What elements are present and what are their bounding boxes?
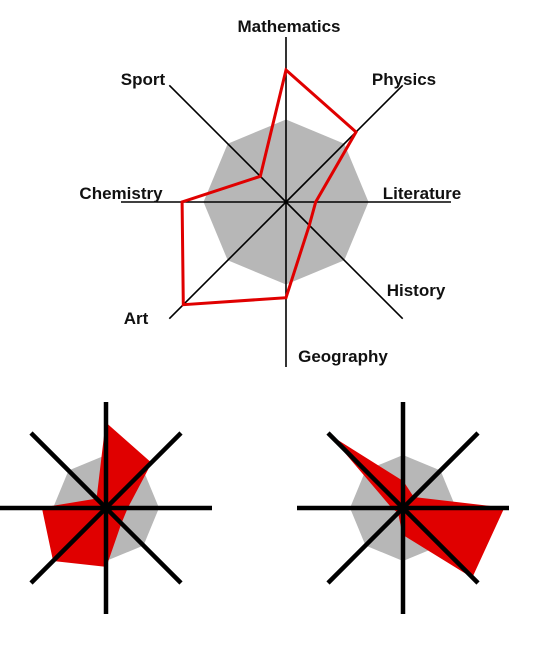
axis-line-7 (326, 431, 405, 510)
axis-line-3 (285, 201, 404, 320)
axis-line-7 (29, 431, 108, 510)
axis-label-history: History (387, 281, 446, 300)
radar-chart-bottom-left (0, 402, 212, 614)
axis-label-physics: Physics (372, 70, 436, 89)
radar-chart-bottom-right (297, 402, 509, 614)
axis-line-5 (326, 506, 405, 585)
axis-label-sport: Sport (121, 70, 166, 89)
axis-label-art: Art (124, 309, 149, 328)
axis-line-1 (104, 431, 183, 510)
axis-label-chemistry: Chemistry (79, 184, 163, 203)
axis-label-mathematics: Mathematics (238, 17, 341, 36)
axis-label-literature: Literature (383, 184, 461, 203)
axis-line-5 (168, 201, 287, 320)
axis-line-3 (401, 506, 480, 585)
axis-line-7 (168, 84, 287, 203)
series-outline-0 (180, 67, 358, 307)
axis-label-geography: Geography (298, 347, 388, 366)
axis-line-5 (29, 506, 108, 585)
axis-line-3 (104, 506, 183, 585)
axis-line-1 (401, 431, 480, 510)
axis-line-1 (285, 84, 404, 203)
radar-chart-main: MathematicsPhysicsLiteratureHistoryGeogr… (79, 17, 461, 367)
